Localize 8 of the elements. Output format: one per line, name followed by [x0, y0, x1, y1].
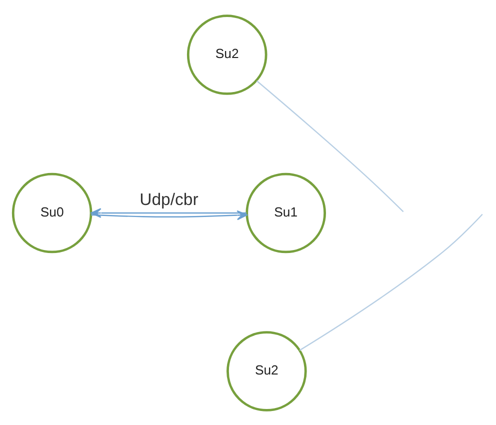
- node-circle: Su1: [246, 172, 326, 253]
- node-circle: Su0: [12, 172, 92, 253]
- node-circle: Su2: [226, 330, 307, 411]
- edge-label: Udp/cbr: [140, 189, 198, 208]
- node-circle: Su2: [186, 14, 268, 94]
- arrow: [90, 208, 247, 218]
- connector: [256, 80, 404, 212]
- connector: [299, 213, 483, 350]
